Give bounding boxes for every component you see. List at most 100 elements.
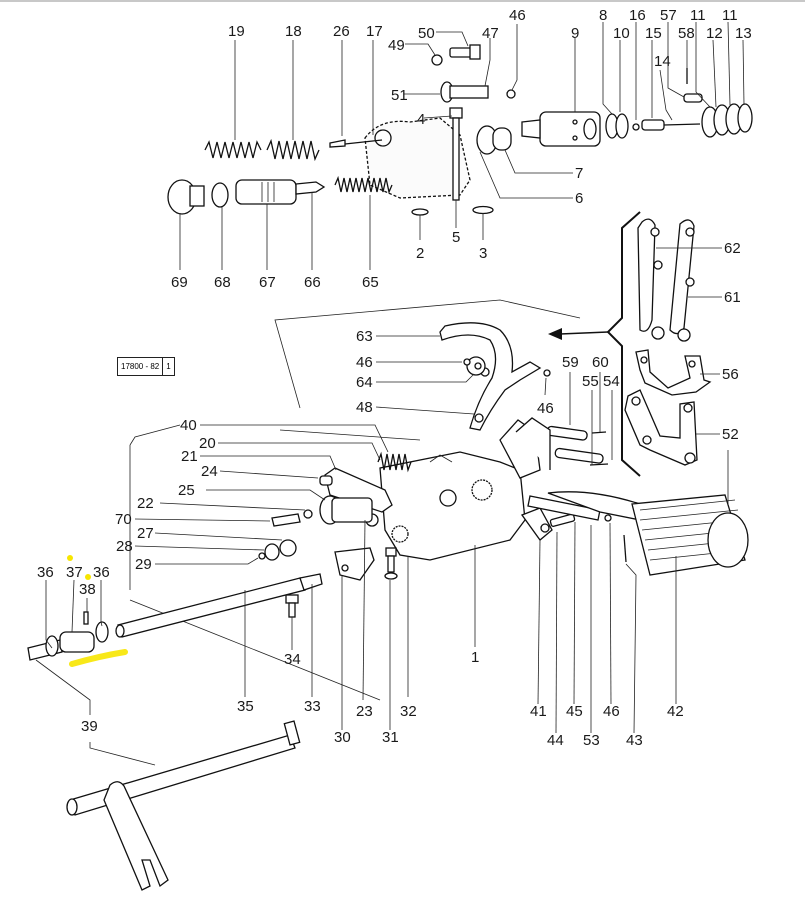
valve-67 <box>235 179 297 205</box>
callout: 42 <box>667 703 684 720</box>
pin-24 <box>319 475 333 486</box>
spacer-27 <box>279 539 297 557</box>
washer-28 <box>264 543 280 561</box>
leader-lines <box>35 21 745 766</box>
callout: 46 <box>603 703 620 720</box>
callout: 58 <box>678 25 695 42</box>
grip-42 <box>631 494 749 576</box>
callout: 47 <box>482 25 499 42</box>
callout: 32 <box>400 703 417 720</box>
callout: 10 <box>613 25 630 42</box>
callout: 69 <box>171 274 188 291</box>
callout: 33 <box>304 698 321 715</box>
lever-30 <box>334 547 375 581</box>
callout-labels: 19 18 26 17 50 49 47 46 51 4 9 8 10 16 1… <box>37 7 752 749</box>
rod-15-14-16 <box>632 119 701 131</box>
callout: 27 <box>137 525 154 542</box>
callout: 9 <box>571 25 579 42</box>
callout: 59 <box>562 354 579 371</box>
spool-9 <box>521 111 601 147</box>
callout: 14 <box>654 53 671 70</box>
callout: 55 <box>582 373 599 390</box>
callout: 67 <box>259 274 276 291</box>
callout: 28 <box>116 538 133 555</box>
callout: 13 <box>735 25 752 42</box>
fork-63 <box>439 322 542 431</box>
washer-2 <box>411 208 429 216</box>
callout: 6 <box>575 190 583 207</box>
callout: 2 <box>416 245 424 262</box>
callout: 31 <box>382 729 399 746</box>
callout: 3 <box>479 245 487 262</box>
callout: 7 <box>575 165 583 182</box>
bolt-50 <box>449 44 481 60</box>
bush-48 <box>474 413 484 423</box>
callout: 11 <box>690 7 706 24</box>
spring-65 <box>334 175 393 195</box>
nut-49 <box>431 54 443 66</box>
callout: 36 <box>37 564 54 581</box>
callout: 70 <box>115 511 132 528</box>
roller-64 <box>466 356 486 376</box>
valve-body-1 <box>379 417 551 561</box>
reference-sheet: 1 <box>162 358 173 375</box>
pin-66 <box>295 181 326 195</box>
callout: 41 <box>530 703 547 720</box>
lever-61 <box>669 219 695 342</box>
shaft-35 <box>115 573 323 638</box>
ring-46b <box>463 358 471 366</box>
callout: 50 <box>418 25 435 42</box>
callout: 66 <box>304 274 321 291</box>
callout: 40 <box>180 417 197 434</box>
stud-70 <box>271 513 301 527</box>
callout: 18 <box>285 23 302 40</box>
callout: 63 <box>356 328 373 345</box>
highlight-dot-37 <box>67 555 73 561</box>
pins-59-54 <box>546 425 609 466</box>
callout: 30 <box>334 729 351 746</box>
ring-46 <box>506 89 516 99</box>
callout: 46 <box>356 354 373 371</box>
lever-41 <box>520 507 553 541</box>
shaft-25 <box>319 495 373 525</box>
ring-10 <box>615 113 629 139</box>
callout: 21 <box>181 448 198 465</box>
washer-3 <box>472 205 494 215</box>
callout: 1 <box>471 649 479 666</box>
frame-52 <box>624 389 698 466</box>
callout: 45 <box>566 703 583 720</box>
callout: 19 <box>228 23 245 40</box>
callout: 49 <box>388 37 405 54</box>
callout: 39 <box>81 718 98 735</box>
plug-7 <box>476 125 512 155</box>
handle-53 <box>527 491 641 522</box>
callout: 17 <box>366 23 383 40</box>
callout: 46 <box>537 400 554 417</box>
callout: 44 <box>547 732 564 749</box>
callout: 62 <box>724 240 741 257</box>
callout: 37 <box>66 564 83 581</box>
highlight-annotations <box>67 555 128 667</box>
callout: 29 <box>135 556 152 573</box>
bolt-44-45 <box>549 513 576 527</box>
callout: 24 <box>201 463 218 480</box>
callout: 68 <box>214 274 231 291</box>
bolt-31 <box>384 547 398 580</box>
collar-assembly <box>27 611 109 661</box>
spring-40 <box>377 451 412 473</box>
callout: 36 <box>93 564 110 581</box>
callout: 57 <box>660 7 677 24</box>
callout: 5 <box>452 229 460 246</box>
callout: 35 <box>237 698 254 715</box>
callout: 61 <box>724 289 741 306</box>
spring-18 <box>266 138 320 162</box>
callout: 20 <box>199 435 216 452</box>
callout: 56 <box>722 366 739 383</box>
top-border <box>0 0 805 2</box>
callout: 60 <box>592 354 609 371</box>
ring-29 <box>258 552 266 560</box>
callout: 26 <box>333 23 350 40</box>
callout: 46 <box>509 7 526 24</box>
reference-code: 17800 - 82 <box>121 362 160 371</box>
